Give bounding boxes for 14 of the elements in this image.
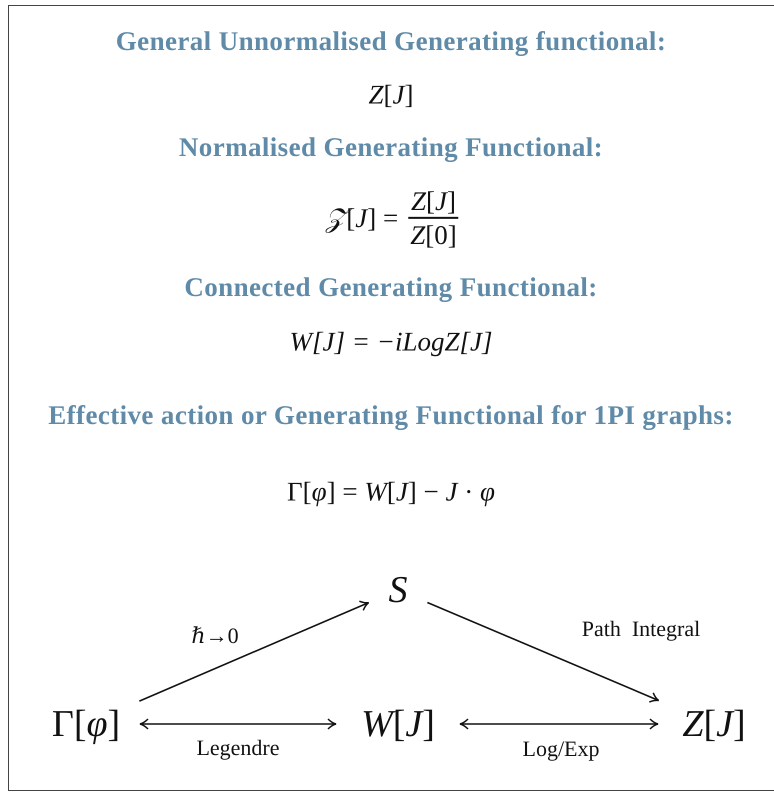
fraction-denominator: Z[0] [409,218,458,252]
math-term: Γ[φ] [40,700,132,748]
section-heading: Connected Generating Functional: [183,271,599,304]
formula: W[J] = −iLogZ[J] [290,326,492,358]
formula: Γ[φ] = W[J] − J · φ [287,476,495,508]
formula: 𝒵[J] = [324,202,400,234]
math-term: Z[J] [666,700,762,748]
section-heading: General Unnormalised Generating functional: [114,25,668,58]
section-heading: Normalised Generating Functional: [178,131,604,164]
fraction-numerator: Z[J] [410,184,457,218]
math-term: S [376,568,420,612]
math-term: W[J] [344,700,452,748]
formula: Z[J] [368,80,414,110]
section-heading: Effective action or Generating Functional for 1PI graphs: [47,399,735,432]
